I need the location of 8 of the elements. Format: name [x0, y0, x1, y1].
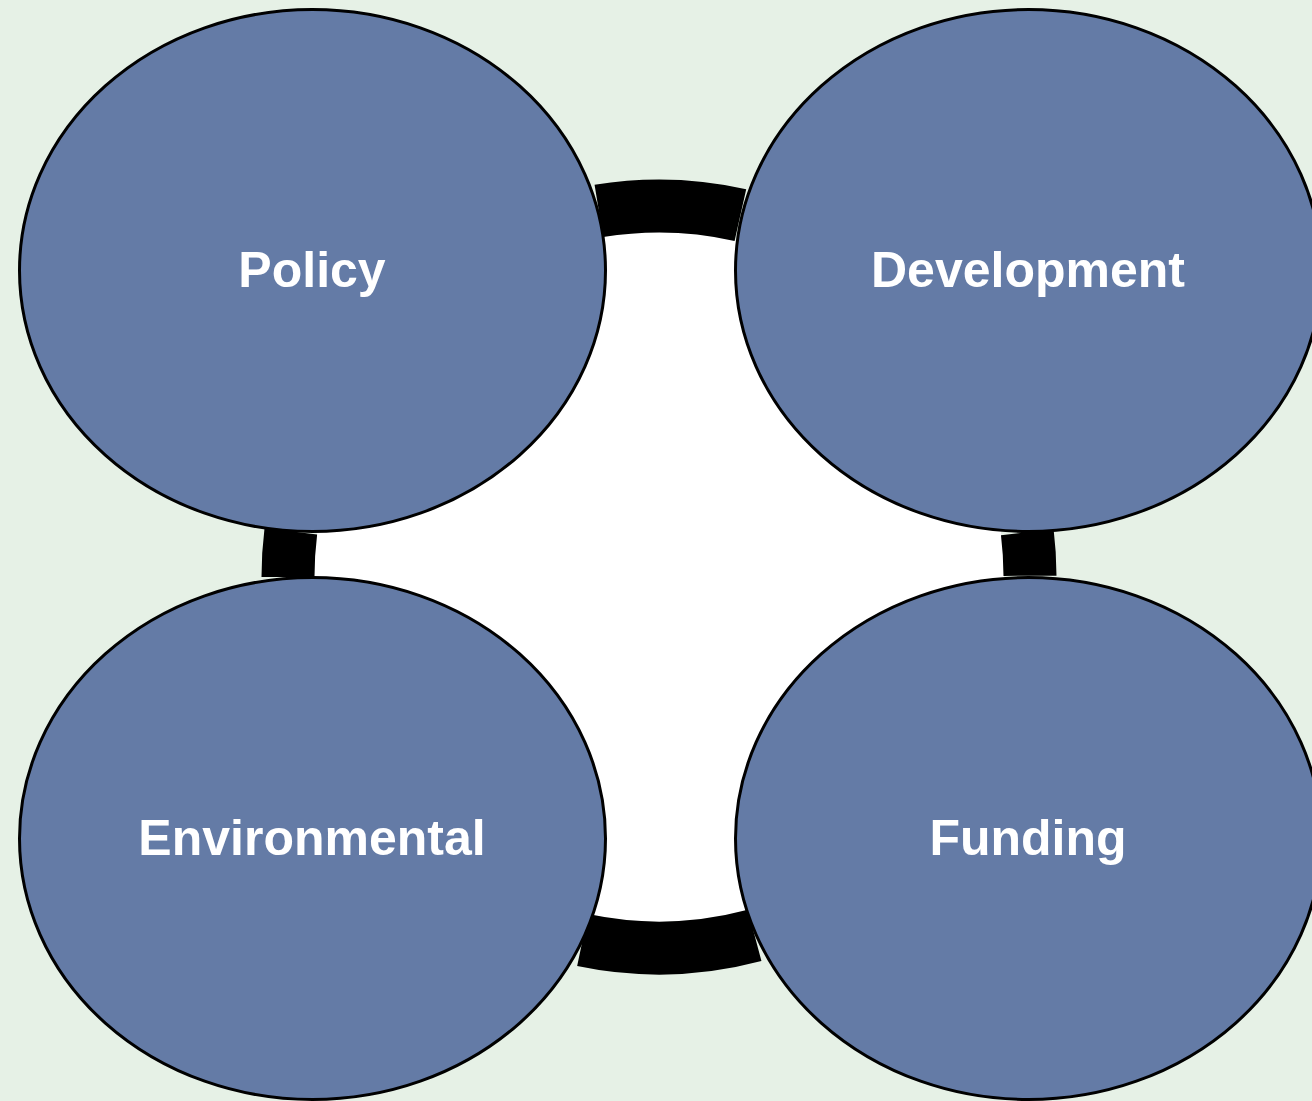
- connector-arc: [578, 909, 760, 975]
- node-label: Development: [871, 241, 1185, 299]
- connector-arc: [261, 528, 318, 578]
- node-label: Environmental: [138, 809, 486, 867]
- connector-arc: [1000, 529, 1057, 577]
- connector-arc: [595, 179, 745, 242]
- node-label: Policy: [238, 241, 386, 299]
- node-label: Funding: [929, 809, 1127, 867]
